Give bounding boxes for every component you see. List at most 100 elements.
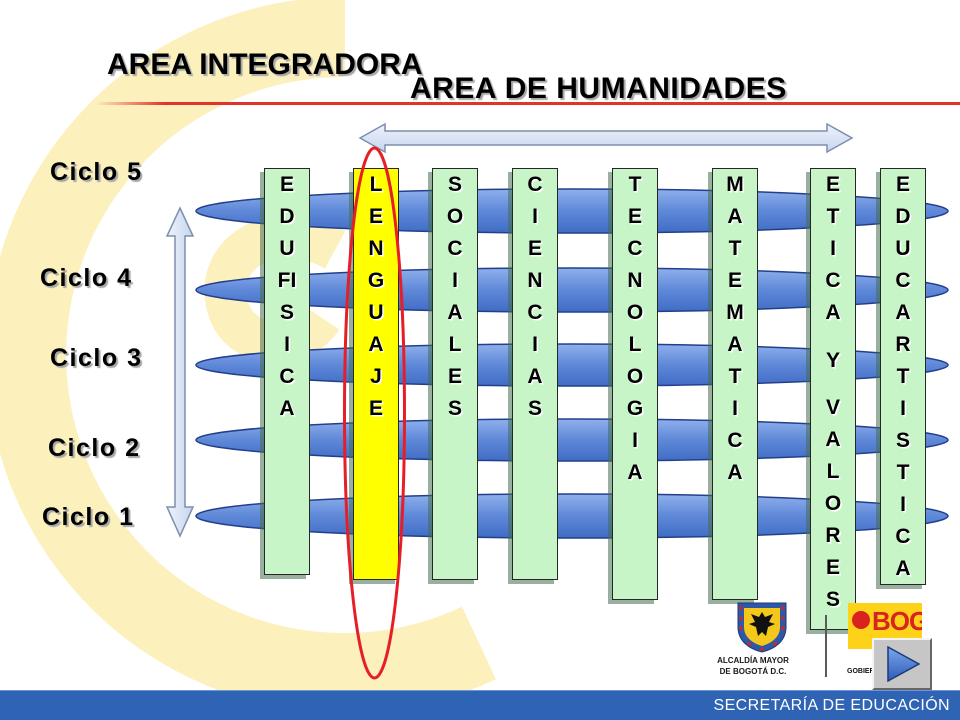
logo-separator	[825, 615, 827, 677]
column-letter: I	[830, 237, 836, 260]
column-letter: D	[895, 205, 911, 228]
title-area-humanidades: AREA DE HUMANIDADES	[410, 72, 787, 105]
cycle-label-3: Ciclo 3	[50, 344, 143, 372]
column-letter: E	[368, 205, 383, 228]
bogota-logo-text: BOG	[872, 606, 922, 636]
title-underline	[95, 102, 960, 105]
column-letter: A	[627, 461, 643, 484]
watermark-curl	[204, 215, 346, 363]
cycle-label-2: Ciclo 2	[48, 434, 141, 462]
column-letter: C	[727, 429, 743, 452]
column-letter: T	[728, 365, 742, 388]
column-letter: I	[732, 397, 738, 420]
column-letter: S	[447, 397, 462, 420]
column-letter: V	[825, 396, 840, 419]
column-letter: E	[368, 397, 383, 420]
column-letter: E	[527, 237, 542, 260]
column-letter: M	[726, 301, 744, 324]
column-letter: R	[895, 333, 911, 356]
column-letter: A	[825, 301, 841, 324]
cycle-label-5: Ciclo 5	[50, 158, 143, 186]
alcaldia-logo-line1: ALCALDÍA MAYOR	[717, 656, 789, 665]
column-letter: L	[369, 173, 383, 196]
coat-of-arms-icon	[737, 602, 787, 653]
column-letter: S	[825, 588, 840, 611]
highlight-ring-lenguaje	[343, 146, 406, 680]
cycle-ring-1	[195, 493, 949, 539]
footer-bar: SECRETARÍA DE EDUCACIÓN	[0, 690, 960, 720]
column-letter: C	[825, 269, 841, 292]
alcaldia-logo-line2: DE BOGOTÁ D.C.	[719, 667, 787, 676]
cycle-ring-4	[195, 267, 949, 313]
column-letter: N	[368, 237, 384, 260]
column-letter: E	[825, 173, 840, 196]
next-slide-button[interactable]	[872, 638, 932, 690]
column-letter: T	[728, 237, 742, 260]
column-letter: C	[527, 173, 543, 196]
column-letter: E	[825, 556, 840, 579]
cycle-label-4: Ciclo 4	[40, 264, 133, 292]
column-letter: N	[627, 269, 643, 292]
column-letter: A	[825, 428, 841, 451]
column-letter: T	[628, 173, 642, 196]
column-letter: A	[527, 365, 543, 388]
column-letter: S	[279, 301, 294, 324]
column-letter: U	[368, 301, 384, 324]
column-letter: T	[896, 365, 910, 388]
column-letter: I	[452, 269, 458, 292]
column-letter: A	[895, 301, 911, 324]
column-letter: O	[446, 205, 464, 228]
column-letter: C	[895, 525, 911, 548]
column-letter: A	[447, 301, 463, 324]
column-letter: D	[279, 205, 295, 228]
column-letter: E	[727, 269, 742, 292]
column-letter: J	[370, 365, 382, 388]
column-letter: E	[627, 205, 642, 228]
cycle-label-1: Ciclo 1	[42, 503, 135, 531]
column-letter: S	[895, 429, 910, 452]
column-letter: E	[895, 173, 910, 196]
column-letter: G	[367, 269, 385, 292]
column-letter: I	[532, 205, 538, 228]
column-letter: E	[447, 365, 462, 388]
title-area-integradora: AREA INTEGRADORA	[107, 48, 423, 81]
column-letter: T	[896, 461, 910, 484]
secretaria-educacion-label: SECRETARÍA DE EDUCACIÓN	[713, 697, 950, 714]
column-letter: C	[527, 301, 543, 324]
column-letter: I	[532, 333, 538, 356]
column-letter: E	[279, 173, 294, 196]
column-letter: I	[284, 333, 290, 356]
cycle-ring-5	[195, 188, 949, 234]
gobierno-logo-text: GOBIER	[847, 668, 875, 675]
column-letter: L	[628, 333, 642, 356]
column-letter: L	[826, 460, 840, 483]
cycle-ring-2	[195, 418, 949, 462]
column-letter: I	[900, 397, 906, 420]
double-arrow-horizontal-icon	[358, 122, 854, 154]
column-letter: FI	[277, 269, 297, 292]
column-letter: S	[527, 397, 542, 420]
column-letter: T	[826, 205, 840, 228]
column-letter: R	[825, 524, 841, 547]
double-arrow-vertical-icon	[165, 206, 195, 538]
column-letter: G	[626, 397, 644, 420]
column-letter: O	[626, 301, 644, 324]
column-letter: A	[727, 205, 743, 228]
column-letter: I	[900, 493, 906, 516]
column-letter: A	[727, 461, 743, 484]
cycle-ring-3	[195, 343, 949, 387]
column-letter: O	[626, 365, 644, 388]
column-letter: U	[895, 237, 911, 260]
column-letter: S	[447, 173, 462, 196]
play-icon	[887, 645, 921, 683]
column-letter: C	[447, 237, 463, 260]
